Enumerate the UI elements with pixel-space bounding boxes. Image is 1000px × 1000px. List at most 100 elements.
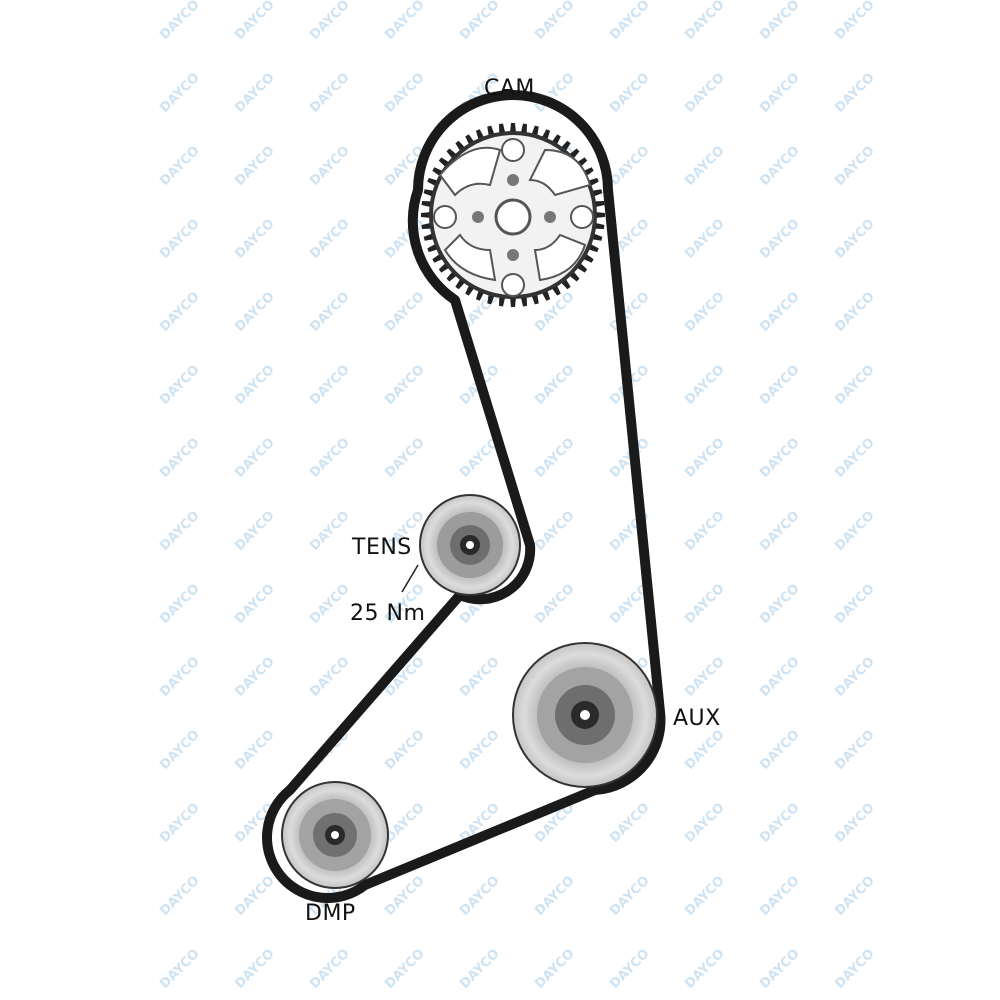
watermark-text: DAYCO xyxy=(607,143,652,188)
watermark-text: DAYCO xyxy=(307,289,352,334)
watermark-text: DAYCO xyxy=(532,0,577,43)
watermark-text: DAYCO xyxy=(682,435,727,480)
timing-belt xyxy=(262,90,666,903)
watermark-text: DAYCO xyxy=(832,289,877,334)
watermark-text: DAYCO xyxy=(757,216,802,261)
watermark-text: DAYCO xyxy=(832,362,877,407)
watermark-text: DAYCO xyxy=(682,508,727,553)
watermark-text: DAYCO xyxy=(757,508,802,553)
watermark-text: DAYCO xyxy=(832,0,877,43)
sprocket-tooth xyxy=(421,211,432,219)
watermark-text: DAYCO xyxy=(307,0,352,43)
watermark-text: DAYCO xyxy=(757,654,802,699)
watermark-text: DAYCO xyxy=(157,70,202,115)
watermark-text: DAYCO xyxy=(532,289,577,334)
watermark-text: DAYCO xyxy=(232,581,277,626)
sprocket-tooth xyxy=(498,123,506,135)
watermark-text: DAYCO xyxy=(157,508,202,553)
watermark-text: DAYCO xyxy=(757,362,802,407)
watermark-text: DAYCO xyxy=(757,581,802,626)
watermark-text: DAYCO xyxy=(232,946,277,991)
watermark-text: DAYCO xyxy=(607,800,652,845)
watermark-text: DAYCO xyxy=(457,946,502,991)
watermark-text: DAYCO xyxy=(457,873,502,918)
watermark-text: DAYCO xyxy=(457,654,502,699)
watermark-text: DAYCO xyxy=(757,0,802,43)
watermark-text: DAYCO xyxy=(457,0,502,43)
watermark-text: DAYCO xyxy=(682,581,727,626)
watermark-text: DAYCO xyxy=(382,435,427,480)
watermark-text: DAYCO xyxy=(382,727,427,772)
watermark-text: DAYCO xyxy=(682,289,727,334)
watermark-text: DAYCO xyxy=(682,727,727,772)
watermark-text: DAYCO xyxy=(307,435,352,480)
watermark-text: DAYCO xyxy=(307,216,352,261)
sprocket-tooth xyxy=(509,296,517,307)
torque-label: 25 Nm xyxy=(350,601,426,626)
aux-pulley xyxy=(512,642,658,788)
watermark-text: DAYCO xyxy=(832,946,877,991)
watermark-text: DAYCO xyxy=(832,800,877,845)
watermark-text: DAYCO xyxy=(832,508,877,553)
watermark-text: DAYCO xyxy=(682,70,727,115)
watermark-text: DAYCO xyxy=(157,654,202,699)
watermark-text: DAYCO xyxy=(757,143,802,188)
watermark-text: DAYCO xyxy=(532,508,577,553)
watermark-text: DAYCO xyxy=(682,143,727,188)
watermark-text: DAYCO xyxy=(682,654,727,699)
watermark-text: DAYCO xyxy=(157,0,202,43)
watermark-text: DAYCO xyxy=(682,800,727,845)
sprocket-tooth xyxy=(593,222,605,230)
watermark-text: DAYCO xyxy=(157,581,202,626)
watermark-text: DAYCO xyxy=(382,289,427,334)
watermark-text: DAYCO xyxy=(157,727,202,772)
watermark-text: DAYCO xyxy=(682,362,727,407)
watermark-text: DAYCO xyxy=(757,873,802,918)
cam-label: CAM xyxy=(484,76,535,101)
sprocket-tooth xyxy=(498,295,506,307)
sprocket-tooth xyxy=(421,200,433,208)
sprocket-tooth xyxy=(520,295,528,307)
sprocket-tooth xyxy=(594,211,605,219)
watermark-text: DAYCO xyxy=(532,873,577,918)
tensioner-pulley xyxy=(419,494,521,596)
watermark-text: DAYCO xyxy=(532,362,577,407)
watermark-text: DAYCO xyxy=(232,70,277,115)
watermark-text: DAYCO xyxy=(232,0,277,43)
watermark-text: DAYCO xyxy=(757,800,802,845)
sprocket-tooth xyxy=(509,123,517,134)
watermark-text: DAYCO xyxy=(832,873,877,918)
watermark-text: DAYCO xyxy=(232,508,277,553)
sprocket-tooth xyxy=(520,123,528,135)
aux-label: AUX xyxy=(673,706,721,731)
watermark-text: DAYCO xyxy=(832,435,877,480)
watermark-text: DAYCO xyxy=(307,143,352,188)
watermark-text: DAYCO xyxy=(757,289,802,334)
watermark-text: DAYCO xyxy=(382,362,427,407)
watermark-text: DAYCO xyxy=(307,654,352,699)
watermark-text: DAYCO xyxy=(382,946,427,991)
watermark-text: DAYCO xyxy=(307,362,352,407)
watermark-text: DAYCO xyxy=(232,143,277,188)
watermark-text: DAYCO xyxy=(307,508,352,553)
watermark-text: DAYCO xyxy=(232,435,277,480)
torque-leader-line xyxy=(401,564,419,593)
watermark-text: DAYCO xyxy=(157,800,202,845)
watermark-text: DAYCO xyxy=(232,362,277,407)
watermark-text: DAYCO xyxy=(607,873,652,918)
watermark-text: DAYCO xyxy=(682,946,727,991)
watermark-text: DAYCO xyxy=(832,70,877,115)
watermark-text: DAYCO xyxy=(607,0,652,43)
watermark-text: DAYCO xyxy=(757,435,802,480)
watermark-text: DAYCO xyxy=(682,873,727,918)
watermark-text: DAYCO xyxy=(232,873,277,918)
watermark-text: DAYCO xyxy=(157,362,202,407)
watermark-text: DAYCO xyxy=(832,581,877,626)
watermark-text: DAYCO xyxy=(157,143,202,188)
watermark-text: DAYCO xyxy=(757,70,802,115)
watermark-text: DAYCO xyxy=(607,946,652,991)
watermark-text: DAYCO xyxy=(832,216,877,261)
watermark-text: DAYCO xyxy=(532,435,577,480)
dmp-label: DMP xyxy=(305,901,356,926)
